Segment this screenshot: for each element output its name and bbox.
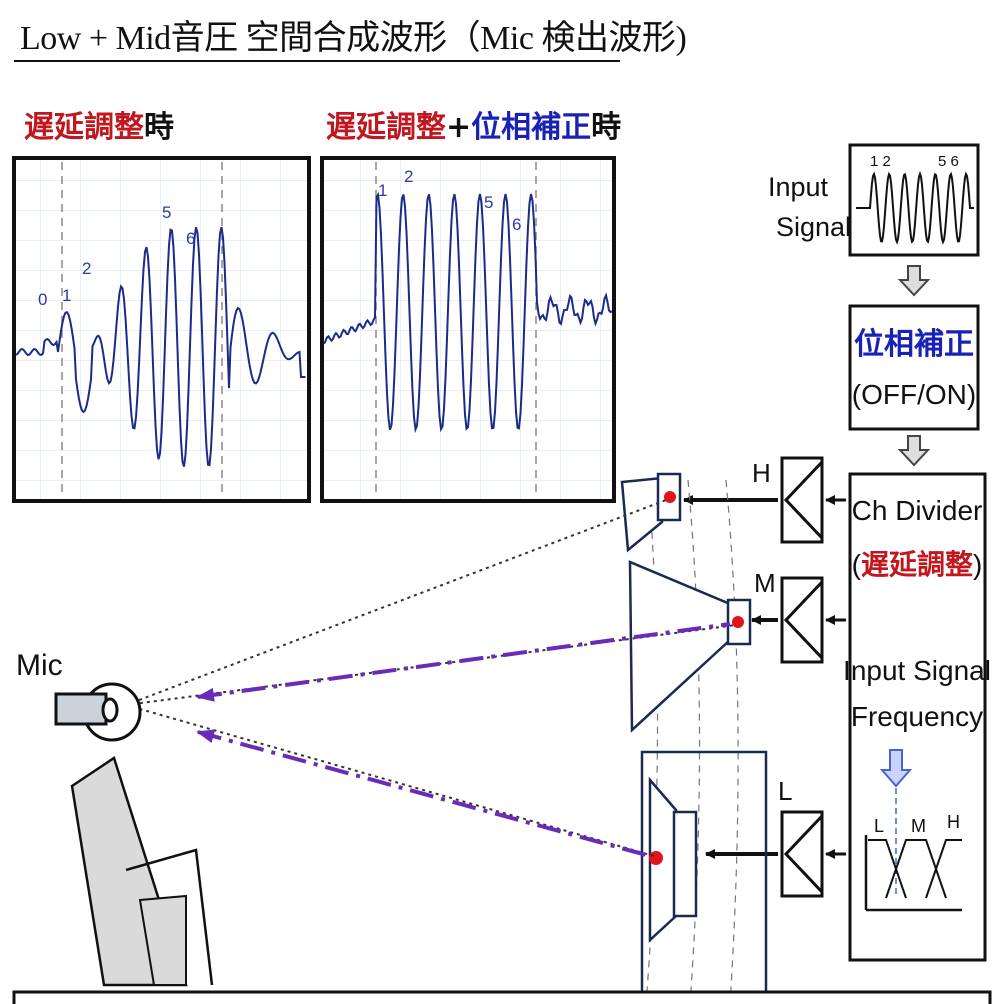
speaker-mid [628, 560, 752, 733]
channel-h: H [683, 456, 846, 544]
right-peak-label: 2 [404, 167, 413, 186]
right-peak-label: 6 [512, 215, 521, 234]
input-peak-label: 5 6 [938, 153, 959, 170]
low-band-curve [868, 839, 907, 899]
chair-frame [125, 848, 214, 986]
left-peak-label: 2 [82, 259, 91, 278]
left-waveform [15, 226, 306, 467]
channel-h-amp-box [780, 456, 824, 544]
right-header-phase: 位相補正 [471, 110, 592, 145]
wavefront-arc [687, 479, 701, 1004]
mic-capsule [101, 697, 119, 723]
right-plot-frame [320, 156, 616, 503]
band-label-low: L [874, 816, 884, 836]
amp-symbol-icon [783, 460, 824, 540]
amp-symbol-icon [783, 814, 824, 894]
speaker-high [620, 472, 682, 553]
right-peak-label: 5 [484, 193, 493, 212]
left-plot-frame [12, 156, 311, 503]
channel-m-label: M [754, 568, 776, 598]
phase-box-title: 位相補正 [854, 327, 974, 362]
right-header-delay: 遅延調整 [326, 110, 446, 145]
ch-divider-title: Ch Divider [852, 495, 983, 526]
channel-m-amp-box [780, 576, 824, 664]
path-high-to-mic [125, 499, 667, 706]
left-peak-label: 0 [38, 290, 47, 309]
wavefront-arc [725, 479, 739, 1004]
phase-box-state: (OFF/ON) [852, 379, 976, 410]
listener-figure: Mic [16, 649, 214, 987]
band-label-high: H [947, 812, 960, 832]
input-signal-label-line1: Input [768, 172, 829, 202]
amp-symbol-icon [783, 580, 824, 660]
right-waveform [323, 191, 613, 434]
page-title: Low + Mid音圧 空間合成波形（Mic 検出波形) [20, 20, 687, 57]
channel-m: M [751, 568, 846, 664]
left-header-suffix: 時 [144, 110, 174, 145]
band-label-mid: M [911, 816, 926, 836]
input-signal-block: Input Signal 1 2 5 6 [768, 143, 980, 257]
right-plot-header: 遅延調整+位相補正時 [326, 102, 621, 146]
flow-down-arrow [897, 435, 931, 467]
paren-open: ( [852, 549, 862, 580]
right-header-plus: + [446, 110, 472, 145]
left-peak-label: 6 [186, 229, 195, 248]
input-signal-label-line2: Signal [776, 212, 851, 242]
mic-body [54, 692, 108, 726]
listener-leg [138, 894, 187, 986]
channel-h-label: H [752, 458, 771, 488]
speaker-low [640, 750, 768, 1004]
right-header-suffix: 時 [591, 110, 622, 145]
title-underline [14, 60, 620, 62]
ch-divider-frequency-line: Frequency [851, 701, 983, 732]
right-plot-grid [322, 158, 614, 501]
input-peak-label: 1 2 [870, 153, 891, 170]
paren-close: ) [973, 549, 982, 580]
speaker-low-driver [672, 810, 698, 918]
left-peak-label: 5 [162, 203, 171, 222]
left-plot-header: 遅延調整時 [24, 102, 174, 146]
mic-label: Mic [16, 649, 63, 682]
frequency-band-graph: L M H [864, 749, 962, 912]
ch-divider-box: Ch Divider (遅延調整) Input Signal Frequency… [843, 472, 991, 962]
speaker-mid-source-dot [732, 616, 744, 628]
channel-l-label: L [778, 776, 792, 806]
path-low-to-mic-dotted [125, 704, 655, 857]
phase-box-frame [848, 304, 980, 431]
right-waveform-plot: 1 2 5 6 [320, 156, 616, 503]
left-waveform-plot: 0 1 2 5 6 [12, 156, 311, 503]
speaker-low-cabinet [640, 750, 768, 1004]
speaker-high-source-dot [664, 491, 676, 503]
phase-correction-box: 位相補正 (OFF/ON) [848, 304, 980, 431]
speaker-high-horn [620, 476, 664, 553]
high-band-curve [925, 839, 962, 899]
left-header-delay: 遅延調整 [24, 110, 144, 145]
frequency-pointer-icon [879, 749, 913, 788]
ch-divider-frame [848, 472, 987, 962]
ch-divider-input-line: Input Signal [843, 655, 991, 686]
input-signal-waveform [856, 171, 974, 245]
right-peak-label: 1 [378, 181, 387, 200]
channel-l: L [705, 776, 846, 898]
flow-down-arrow [897, 265, 931, 297]
left-peak-label: 1 [62, 286, 71, 305]
speaker-mid-horn [628, 560, 732, 733]
channel-l-amp-box [780, 810, 824, 898]
path-mid-to-mic [196, 622, 731, 702]
speaker-low-source-dot [649, 851, 663, 865]
path-low-to-mic [196, 729, 651, 858]
bottom-frame [12, 990, 992, 1004]
ch-divider-delay-line: (遅延調整) [852, 548, 983, 581]
ch-divider-delay: 遅延調整 [861, 548, 973, 581]
